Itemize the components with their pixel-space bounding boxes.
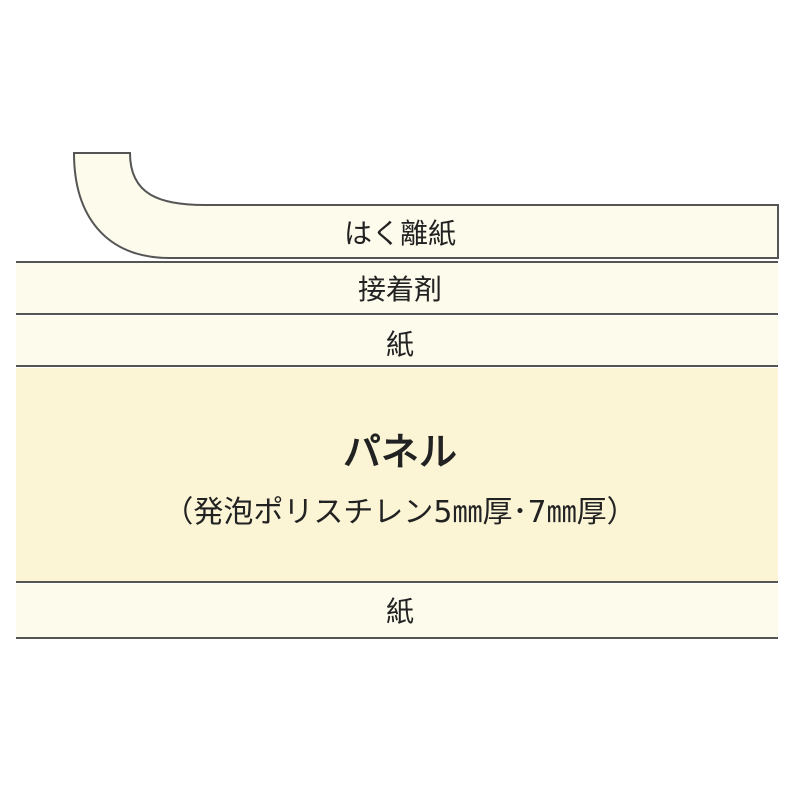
adhesive-label: 接着剤: [357, 273, 442, 306]
top-paper-label: 紙: [385, 328, 414, 361]
release-paper-label: はく離紙: [343, 217, 456, 250]
bottom-paper-layer: [16, 584, 778, 638]
adhesive-layer: [16, 262, 778, 314]
release-paper-layer: [72, 152, 779, 259]
top-paper-layer: [16, 316, 778, 366]
panel-note: （発泡ポリスチレン5㎜厚･7㎜厚）: [163, 495, 637, 530]
panel-layer: [16, 368, 778, 582]
panel-title: パネル: [342, 430, 457, 474]
bottom-paper-label: 紙: [385, 595, 414, 628]
